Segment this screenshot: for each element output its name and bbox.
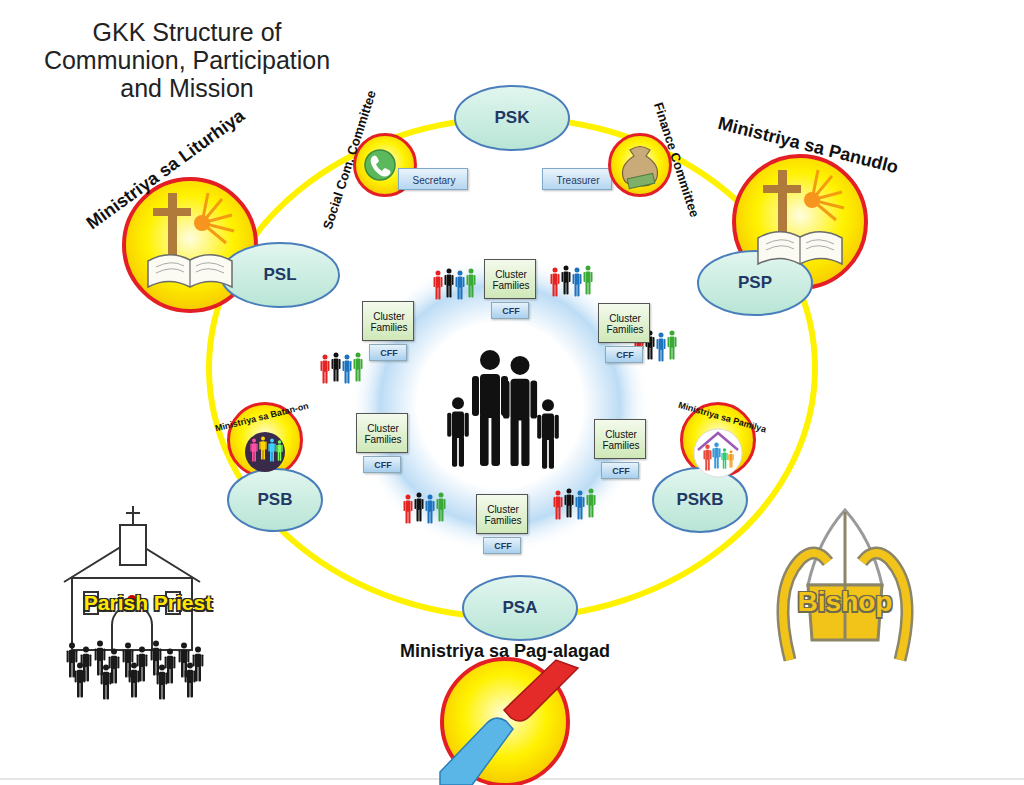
council-ellipse-shape [463,576,577,640]
ministry-circle-shape [442,659,568,785]
cluster-box: Cluster Families [594,419,646,459]
cff-box: CFF [369,344,407,361]
cluster-box: Cluster Families [476,494,528,534]
cff-box: CFF [605,346,643,363]
mother-figure [503,356,537,466]
cff-box: CFF [491,302,529,319]
yellow-ring [209,118,815,618]
money-bag-icon [622,147,657,189]
cluster-box: Cluster Families [362,301,414,341]
council-ellipse: PSL [220,242,340,308]
council-code: PSA [503,599,538,618]
people-group [321,353,363,384]
teaching-icon [758,170,844,264]
parish-priest-label: Parish Priest [84,591,212,615]
ministry-name: Ministriya sa Pag-alagad [400,642,610,662]
council-ellipse-shape [698,251,812,315]
cff-box: CFF [363,456,401,473]
council-ellipse: PSK [454,85,570,151]
council-code: PSP [738,274,772,293]
committee-circle-shape [610,135,671,196]
cff-code: CFF [380,349,398,359]
people-group [551,266,593,297]
ministry-circle: Ministriya sa Batan-on [227,402,303,478]
cluster-name: Cluster Families [601,313,649,335]
cff-box: CFF [483,537,521,554]
center-glow [350,255,650,555]
liturgy-icon [148,193,234,287]
bishop-label: Bishop [798,586,893,618]
child-figure [537,399,559,469]
council-code: PSB [258,491,293,510]
council-ellipse: PSA [462,575,578,641]
youth-icon [245,432,285,472]
officer-title: Secretary [413,175,456,186]
council-code: PSKB [676,491,723,510]
people-group [554,489,596,520]
people-groups [321,266,677,524]
ministry-circle: Ministriya sa Pag-alagad [440,657,570,785]
council-ellipse-shape [455,86,569,150]
family-silhouette [447,350,559,469]
council-ellipse-shape [653,468,747,532]
cluster-box: Cluster Families [484,259,536,299]
committee-circle: Finance Committee [608,133,672,197]
mitre-illustration [783,510,907,660]
diagram-title: GKK Structure of Communion, Participatio… [32,18,342,102]
ministry-circle: Ministriya sa Pamilya [680,402,756,478]
cff-box: CFF [601,462,639,479]
officer-title: Treasurer [557,175,600,186]
ministry-circle-outline [440,657,570,785]
council-ellipse: PSKB [652,467,748,533]
helping-hands-icon [440,660,578,785]
child-figure [447,397,469,467]
cff-code: CFF [612,467,630,477]
phone-icon [365,150,395,180]
council-ellipse-shape [228,469,322,531]
cluster-name: Cluster Families [597,429,645,451]
cluster-box: Cluster Families [598,303,650,343]
cff-code: CFF [616,351,634,361]
officer-box: Secretary [398,168,468,190]
family-icon [694,429,742,477]
cluster-name: Cluster Families [487,269,535,291]
council-ellipse-shape [221,243,339,307]
cluster-name: Cluster Families [479,504,527,526]
council-code: PSL [263,266,296,285]
cff-code: CFF [374,461,392,471]
cluster-name: Cluster Families [359,423,407,445]
council-code: PSK [495,109,530,128]
officer-box: Treasurer [542,168,612,190]
cff-code: CFF [494,542,512,552]
cluster-name: Cluster Families [365,311,413,333]
council-ellipse: PSB [227,468,323,532]
father-figure [472,350,508,466]
council-ellipse: PSP [697,250,813,316]
people-group [404,493,446,524]
cluster-box: Cluster Families [356,413,408,453]
cff-code: CFF [502,307,520,317]
people-group [434,269,476,300]
